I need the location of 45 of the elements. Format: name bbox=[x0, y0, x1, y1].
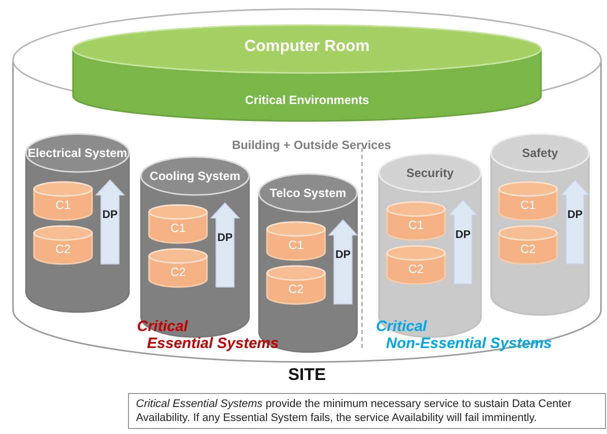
cylinder-title: Security bbox=[405, 166, 455, 180]
cylinder-title: Safety bbox=[520, 146, 560, 160]
system-cylinder bbox=[490, 133, 590, 316]
system-cylinder bbox=[25, 133, 130, 313]
arrow-label: DP bbox=[216, 232, 234, 244]
cylinder-label: C2 bbox=[519, 242, 537, 256]
component-cylinder bbox=[266, 221, 326, 261]
cylinder-label: C1 bbox=[54, 198, 72, 212]
component-cylinder bbox=[386, 245, 446, 285]
note-box: Critical Essential Systems provide the minimum necessary service to sustain Data Center Availability. If any Essential System fails, the service Availability will fail imminently. bbox=[128, 393, 606, 429]
cylinder-title: Electrical System bbox=[26, 146, 128, 160]
up-arrow bbox=[328, 219, 358, 305]
cylinder-title: Telco System bbox=[268, 186, 348, 200]
arrow-label: DP bbox=[334, 249, 352, 261]
component-cylinder bbox=[33, 181, 93, 221]
component-cylinder bbox=[386, 201, 446, 241]
component-cylinder bbox=[148, 204, 208, 244]
cylinder-label: C1 bbox=[519, 198, 537, 212]
up-arrow bbox=[95, 179, 125, 265]
room-cylinder bbox=[72, 24, 542, 122]
cylinder-label: C1 bbox=[287, 238, 305, 252]
cylinder-label: C1 bbox=[407, 218, 425, 232]
cylinder-label: C1 bbox=[169, 221, 187, 235]
cylinder-label: C2 bbox=[407, 262, 425, 276]
arrow-label: DP bbox=[566, 209, 584, 221]
cylinder-title: Cooling System bbox=[148, 169, 242, 183]
up-arrow bbox=[210, 202, 240, 288]
arrow-label: DP bbox=[101, 209, 119, 221]
component-cylinder bbox=[33, 225, 93, 265]
arrow-label: DP bbox=[454, 229, 472, 241]
system-cylinder bbox=[378, 153, 482, 338]
up-arrow bbox=[448, 199, 478, 285]
group-label: Critical Non-Essential Systems bbox=[376, 318, 552, 352]
section-label: Building + Outside Services bbox=[232, 137, 392, 154]
component-cylinder bbox=[498, 181, 558, 221]
component-cylinder bbox=[266, 265, 326, 305]
cylinder-label: C2 bbox=[169, 265, 187, 279]
cylinder-label: C2 bbox=[54, 242, 72, 256]
cylinder-label: Critical Environments bbox=[244, 93, 370, 107]
cylinder-label: C2 bbox=[287, 282, 305, 296]
component-cylinder bbox=[148, 248, 208, 288]
heading: SITE bbox=[287, 365, 327, 385]
up-arrow bbox=[560, 179, 590, 265]
cylinder-title: Computer Room bbox=[243, 38, 371, 56]
component-cylinder bbox=[498, 225, 558, 265]
